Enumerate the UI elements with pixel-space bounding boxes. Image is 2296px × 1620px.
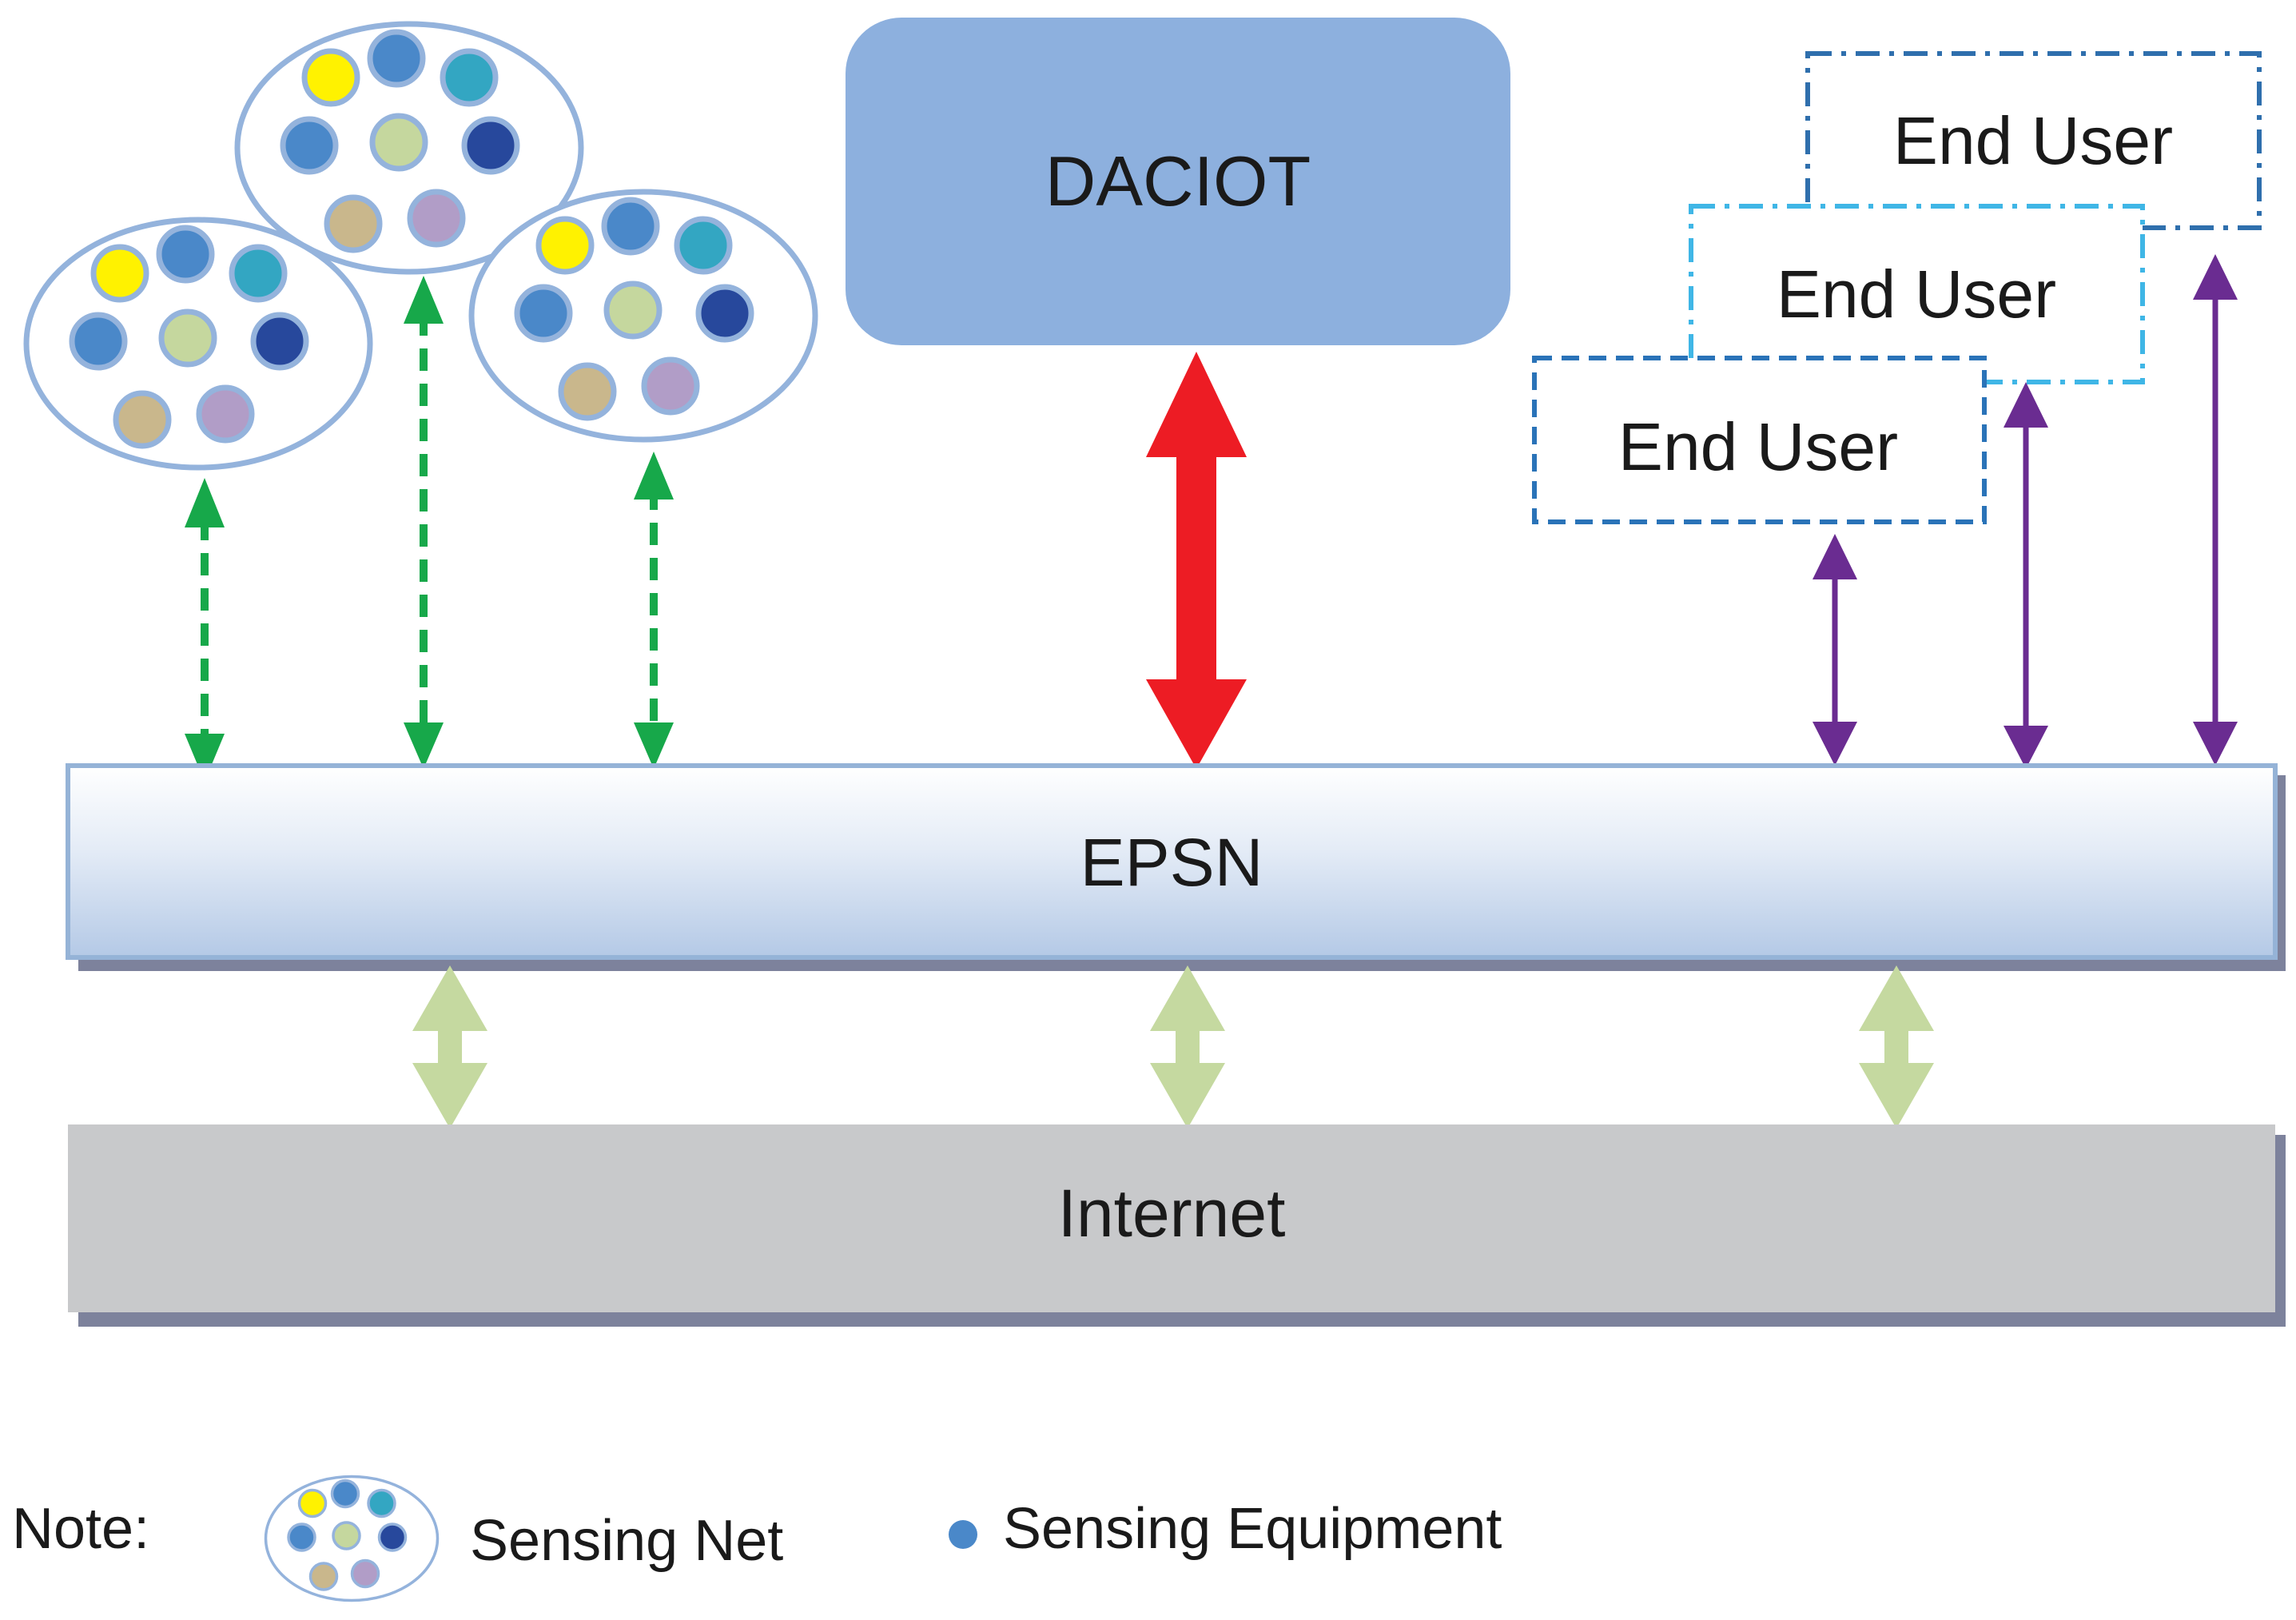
legend-sensing-net-icon [264,1475,440,1602]
green-arrow-left [185,478,225,782]
green-arrow-middle [404,276,444,769]
end-user-box-3: End User [1805,51,2262,230]
legend-sensing-equipment-label: Sensing Equipment [1003,1497,1502,1561]
legend-sensing-equipment-icon [949,1520,977,1549]
sensing-net-right [472,192,815,440]
green-arrows [185,276,674,782]
pale-green-arrows [412,965,1934,1128]
pale-arrow-right [1859,965,1934,1128]
epsn-bar: EPSN [66,763,2286,971]
internet-bar: Internet [68,1124,2286,1327]
pale-arrow-left [412,965,487,1128]
legend: Note: Sensing Net Sensing Equipment [12,1475,1502,1602]
purple-arrows [1813,254,2238,769]
end-user-box-1: End User [1532,356,1987,524]
purple-arrow-3 [2193,254,2238,766]
legend-note-label: Note: [12,1497,149,1561]
end-user-label-2: End User [1777,257,2056,332]
end-user-label-3: End User [1893,103,2173,178]
daciot-label: DACIOT [1045,141,1311,221]
sensing-net-left [26,220,370,468]
epsn-label: EPSN [1080,825,1263,900]
purple-arrow-1 [1813,534,1857,766]
daciot-node: DACIOT [846,18,1510,345]
end-user-label-1: End User [1618,409,1898,484]
purple-arrow-2 [2004,382,2048,769]
legend-sensing-net-label: Sensing Net [470,1509,783,1573]
green-arrow-right [634,452,674,769]
pale-arrow-middle [1150,965,1225,1128]
internet-label: Internet [1058,1176,1286,1251]
red-double-arrow [1146,352,1247,769]
